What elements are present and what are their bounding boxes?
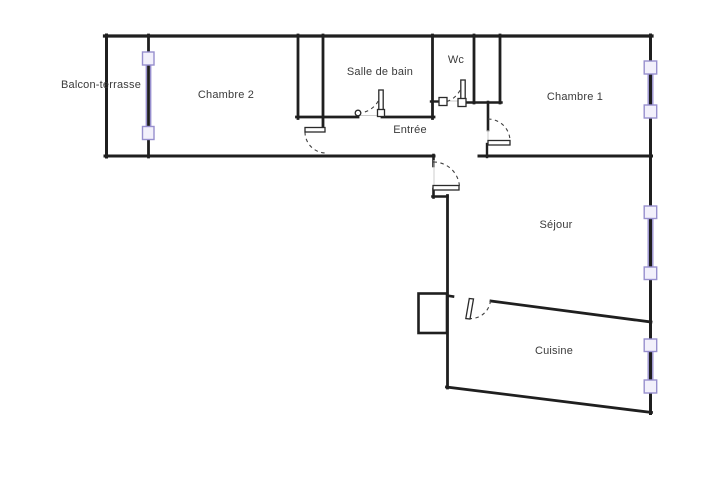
balcony-window-end xyxy=(141,51,155,66)
chambre-1-door-arc xyxy=(487,118,511,142)
chambre-1-door-leaf xyxy=(487,139,511,146)
room-label-balcon-terrasse: Balcon-terrasse xyxy=(60,79,142,91)
wc-door-jamb-right xyxy=(457,97,467,108)
chambre-2-door-arc xyxy=(304,131,327,154)
sejour-door-leaf xyxy=(432,184,460,191)
balcony-window xyxy=(141,51,155,141)
room-label-cuisine: Cuisine xyxy=(534,345,574,357)
chambre-1-window-end xyxy=(643,104,658,119)
windows xyxy=(141,51,658,394)
cuisine-window xyxy=(643,338,658,394)
chambre-2-door-leaf xyxy=(304,126,326,133)
room-label-salle-de-bain: Salle de bain xyxy=(346,66,414,78)
room-label-entree: Entrée xyxy=(393,124,427,136)
sejour-window-end xyxy=(643,266,658,281)
room-label-chambre-1: Chambre 1 xyxy=(546,91,604,103)
cuisine-window-end xyxy=(643,379,658,394)
salle-de-bain-door-jamb xyxy=(376,108,386,118)
sejour-window-end xyxy=(643,205,658,220)
balcony-window-end xyxy=(141,125,155,141)
cuisine-door-arc xyxy=(468,300,492,320)
room-label-wc: Wc xyxy=(447,54,465,66)
room-label-chambre-2: Chambre 2 xyxy=(197,89,255,101)
sejour-window xyxy=(643,205,658,281)
wall-cuisine-top xyxy=(489,299,653,324)
chambre-1-window-end xyxy=(643,60,658,75)
room-label-sejour: Séjour xyxy=(539,219,573,231)
sejour-door-arc xyxy=(433,161,461,189)
door-leaves xyxy=(304,79,511,320)
closet-box xyxy=(417,292,449,335)
cuisine-window-end xyxy=(643,338,658,353)
salle-de-bain-door-hinge xyxy=(354,109,362,117)
wc-door-jamb-left xyxy=(438,96,448,107)
chambre-1-window xyxy=(643,60,658,119)
wall-cuisine-bottom xyxy=(444,385,654,415)
cuisine-door-leaf xyxy=(465,297,475,320)
